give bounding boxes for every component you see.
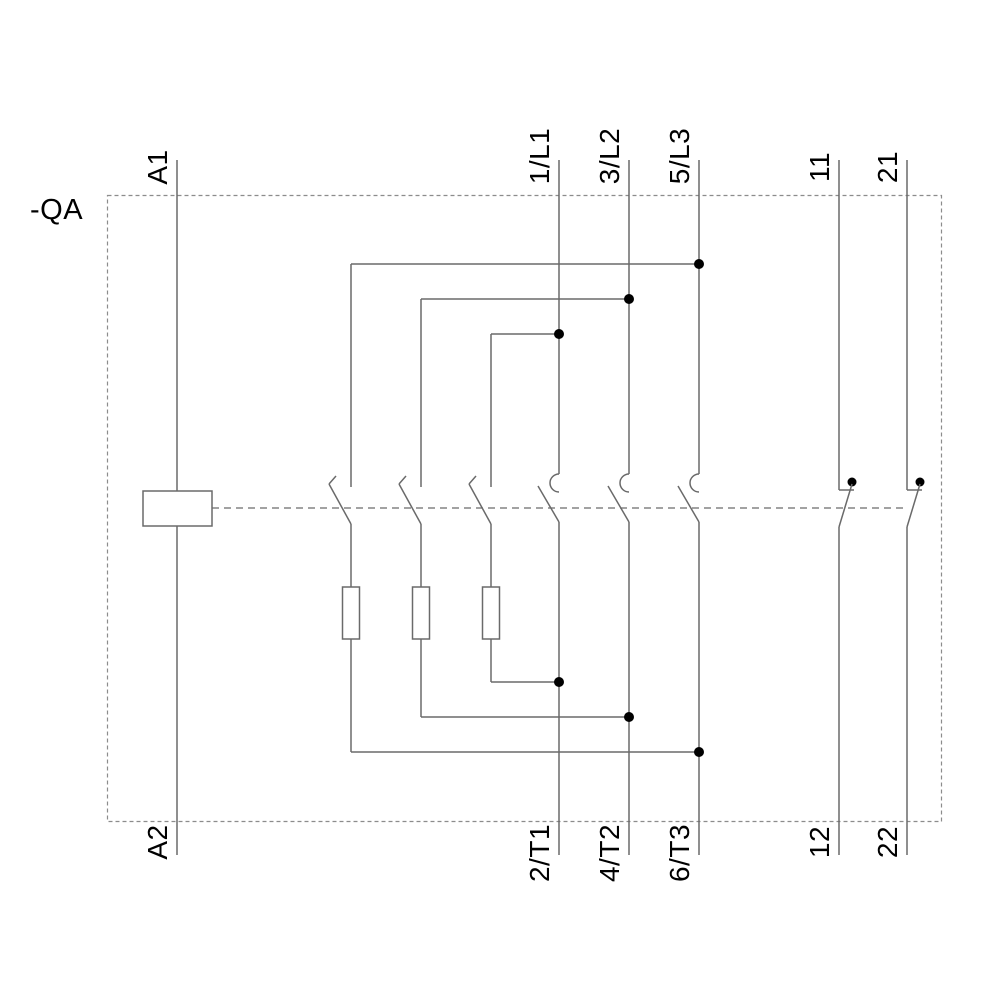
junction-dot bbox=[694, 747, 704, 757]
terminal-label-12: 12 bbox=[804, 825, 835, 859]
contact-hook-icon bbox=[689, 473, 700, 493]
junction-dot bbox=[554, 677, 564, 687]
coil-symbol bbox=[142, 160, 213, 855]
resistor-icon bbox=[411, 586, 431, 640]
terminal-label-11: 11 bbox=[804, 151, 835, 183]
precharge-branch-1 bbox=[328, 259, 704, 757]
main-contact-pole-2 bbox=[607, 160, 630, 855]
device-designation-label: -QA bbox=[30, 194, 84, 226]
terminal-label-22: 22 bbox=[872, 825, 903, 859]
junction-dot bbox=[694, 259, 704, 269]
contact-dot bbox=[847, 477, 857, 487]
terminal-label-a1: A1 bbox=[142, 149, 173, 185]
blade-tick-icon bbox=[328, 475, 337, 485]
resistor-icon bbox=[481, 586, 501, 640]
terminal-label-21: 21 bbox=[872, 150, 903, 184]
terminal-label-1l1: 1/L1 bbox=[524, 127, 555, 185]
main-contact-pole-1 bbox=[537, 160, 560, 855]
terminal-label-2t1: 2/T1 bbox=[524, 823, 555, 883]
junction-dot bbox=[624, 294, 634, 304]
device-boundary bbox=[106, 194, 943, 823]
precharge-branch-3 bbox=[468, 329, 564, 687]
contact-hook-icon bbox=[549, 473, 560, 493]
terminal-label-3l2: 3/L2 bbox=[594, 127, 625, 185]
contact-hook-icon bbox=[619, 473, 630, 493]
main-contact-pole-3 bbox=[677, 160, 700, 855]
resistor-icon bbox=[341, 586, 361, 640]
precharge-branch-2 bbox=[398, 294, 634, 722]
terminal-label-6t3: 6/T3 bbox=[664, 823, 695, 883]
aux-contact-11-12 bbox=[838, 160, 857, 855]
terminal-label-4t2: 4/T2 bbox=[594, 823, 625, 883]
junction-dot bbox=[554, 329, 564, 339]
terminal-label-a2: A2 bbox=[142, 824, 173, 860]
contact-dot bbox=[915, 477, 925, 487]
blade-tick-icon bbox=[398, 475, 407, 485]
junction-dot bbox=[624, 712, 634, 722]
terminal-label-5l3: 5/L3 bbox=[664, 127, 695, 185]
aux-contact-21-22 bbox=[906, 160, 925, 855]
blade-tick-icon bbox=[468, 475, 477, 485]
